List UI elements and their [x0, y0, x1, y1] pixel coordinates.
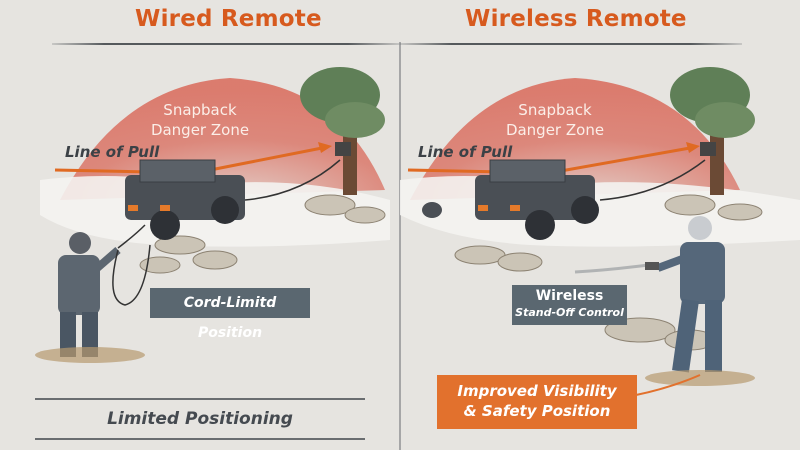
tag-line1: Wireless [535, 288, 604, 304]
callout-line2: & Safety Position [463, 402, 611, 420]
tag-line2: Stand-Off Control [515, 306, 624, 319]
zone-label-line1: Snapback [518, 101, 592, 119]
anchor-tree-icon [300, 67, 385, 195]
wireless-stand-off-tag: Wireless Stand-Off Control [512, 285, 627, 325]
zone-label-line1: Snapback [163, 101, 237, 119]
wireless-signal-icon [574, 263, 649, 274]
off-road-vehicle-icon [125, 159, 245, 240]
wired-title: Wired Remote [135, 6, 322, 32]
line-of-pull-label: Line of Pull [418, 143, 513, 161]
cord-limited-position-tag: Cord-Limitd Position [150, 288, 310, 341]
wireless-remote-panel: Wireless Remote [400, 0, 800, 450]
improved-visibility-callout: Improved Visibility & Safety Position [437, 375, 637, 429]
wireless-scene-illustration [400, 67, 800, 396]
zone-label-line2: Danger Zone [505, 121, 605, 139]
callout-line1: Improved Visibility [457, 382, 617, 400]
operator-figure-icon [58, 224, 151, 357]
anchor-tree-icon [670, 67, 755, 195]
line-of-pull-label: Line of Pull [65, 143, 160, 161]
title-underline [400, 43, 742, 45]
wireless-title: Wireless Remote [465, 6, 687, 32]
panel-divider [399, 42, 401, 450]
limited-positioning-text: Limited Positioning [107, 409, 293, 429]
wired-scene-illustration [35, 67, 390, 363]
operator-figure-icon [645, 216, 725, 373]
title-underline [52, 43, 400, 45]
snapback-danger-zone-label: Snapback Danger Zone [495, 100, 615, 140]
off-road-vehicle-icon [475, 159, 599, 240]
snapback-danger-zone-label: Snapback Danger Zone [140, 100, 260, 140]
wired-remote-panel: Wired Remote [35, 6, 400, 440]
zone-label-line2: Danger Zone [150, 121, 250, 139]
limited-positioning-banner: Limited Positioning [35, 398, 365, 440]
